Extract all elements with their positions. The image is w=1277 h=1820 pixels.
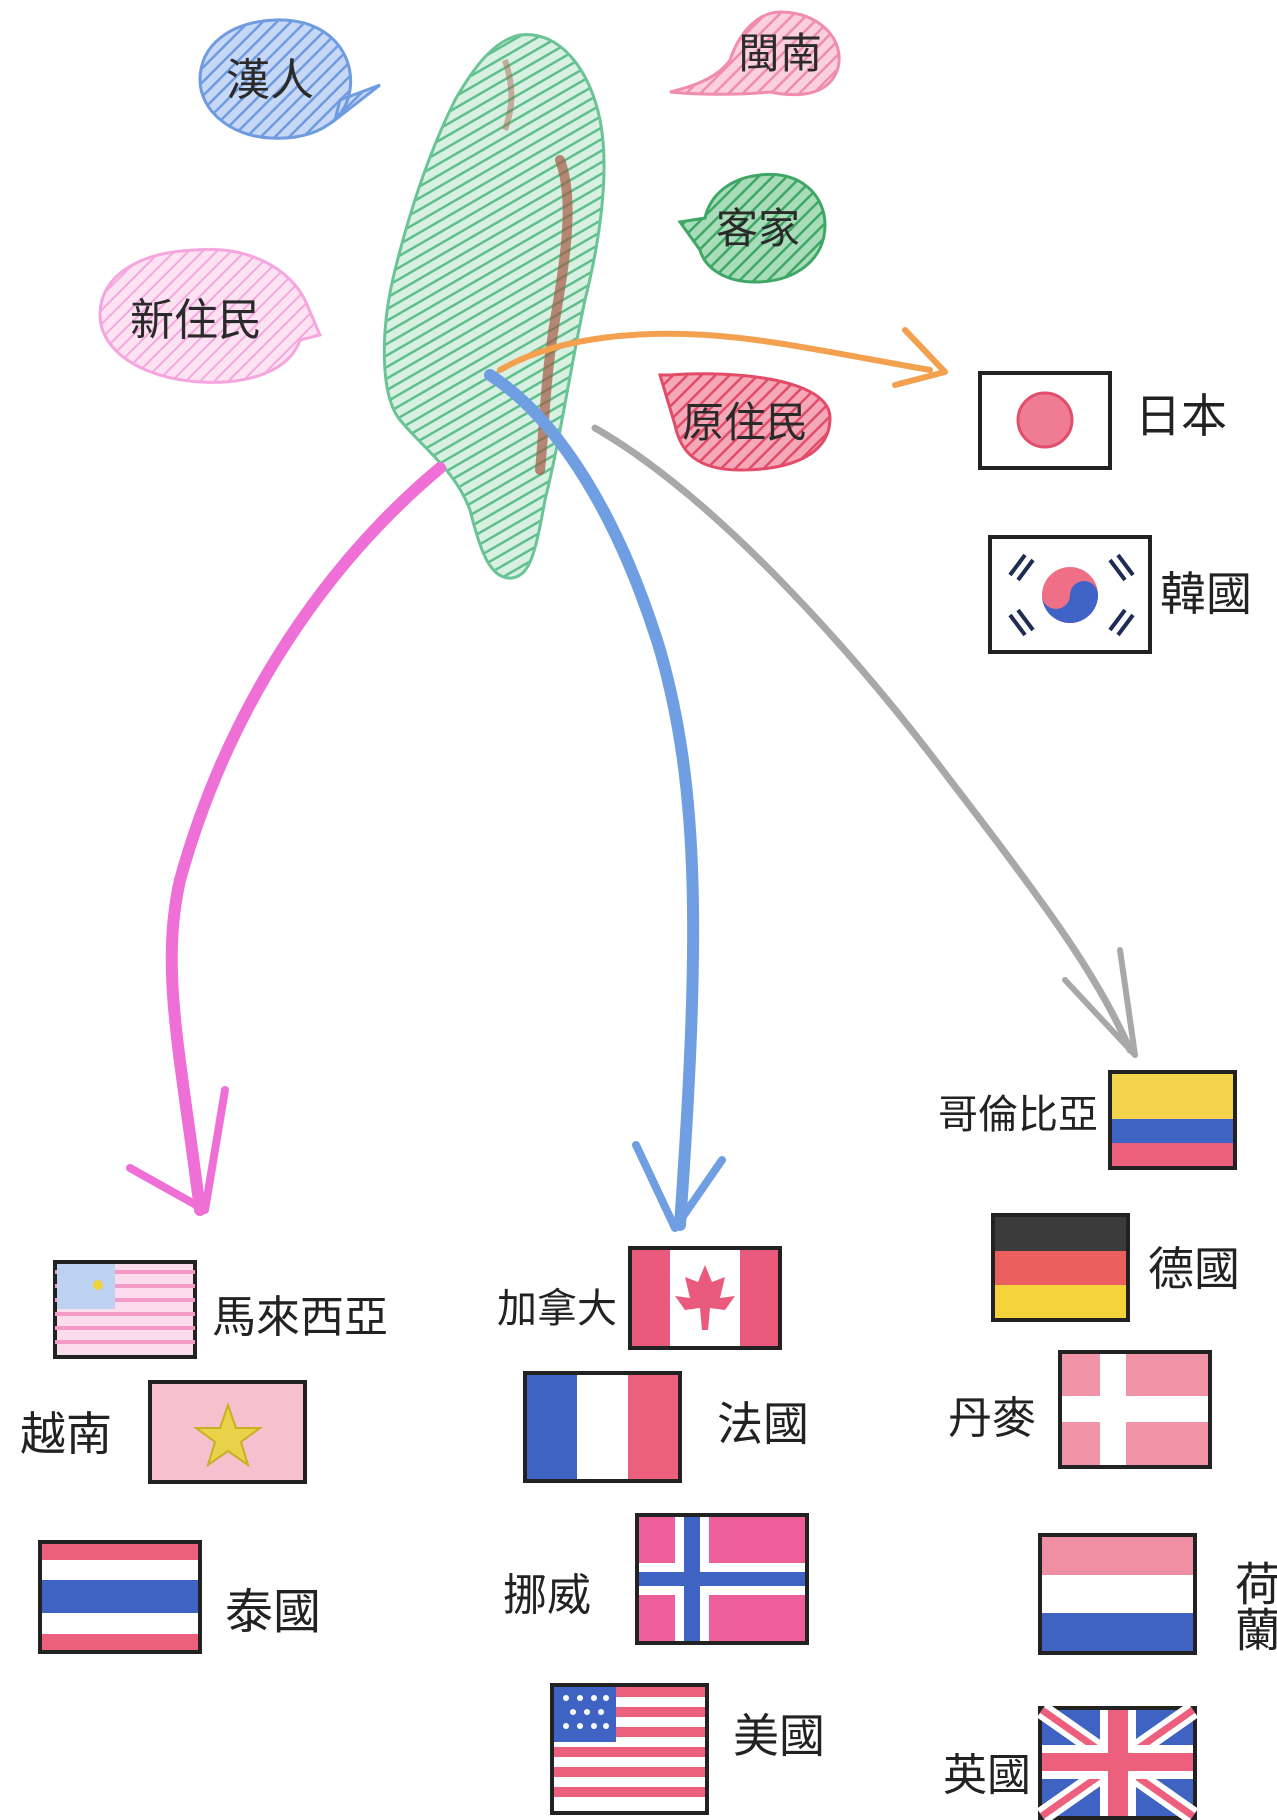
bubble-hakka-label: 客家 [716,204,800,253]
bubble-minnan: 閩南 [669,10,841,97]
flag-thailand [38,1540,202,1654]
flag-colombia [1108,1070,1237,1170]
arrow-orange [497,327,948,388]
flag-korea [988,535,1152,654]
label-germany: 德國 [1148,1242,1240,1296]
flag-malaysia [53,1260,197,1359]
flag-canada [628,1246,782,1350]
flag-netherlands [1038,1533,1197,1655]
bubble-new-residents: 新住民 [98,247,323,384]
arrow-pink [126,462,446,1216]
flag-germany [991,1213,1130,1322]
flag-usa [550,1683,709,1815]
arrow-blue [484,369,726,1232]
flag-vietnam [148,1380,307,1484]
label-thailand: 泰國 [225,1584,321,1640]
flag-japan [978,371,1112,470]
bubble-minnan-label: 閩南 [738,29,822,78]
flag-denmark [1058,1350,1212,1469]
bubble-new-residents-label: 新住民 [130,295,262,346]
label-colombia: 哥倫比亞 [938,1092,1098,1138]
flag-uk [1036,1702,1199,1820]
label-canada: 加拿大 [497,1286,617,1332]
label-netherlands: 荷蘭 [1228,1560,1277,1652]
label-denmark: 丹麥 [948,1393,1036,1444]
label-france: 法國 [717,1397,809,1451]
bubble-indigenous-label: 原住民 [682,398,808,447]
flag-france [523,1371,682,1483]
bubble-han: 漢人 [198,18,381,140]
label-uk: 英國 [943,1750,1031,1801]
taiwan-island [382,33,606,580]
bubble-indigenous: 原住民 [657,372,832,472]
arrow-gray [591,424,1138,1058]
label-japan: 日本 [1135,389,1227,443]
label-usa: 美國 [733,1709,825,1763]
bubble-hakka: 客家 [677,172,827,284]
label-norway: 挪威 [503,1570,591,1621]
label-vietnam: 越南 [20,1407,112,1461]
bubble-han-label: 漢人 [226,55,314,106]
label-malaysia: 馬來西亞 [212,1292,388,1343]
flag-norway [635,1513,809,1645]
label-korea: 韓國 [1160,567,1252,621]
